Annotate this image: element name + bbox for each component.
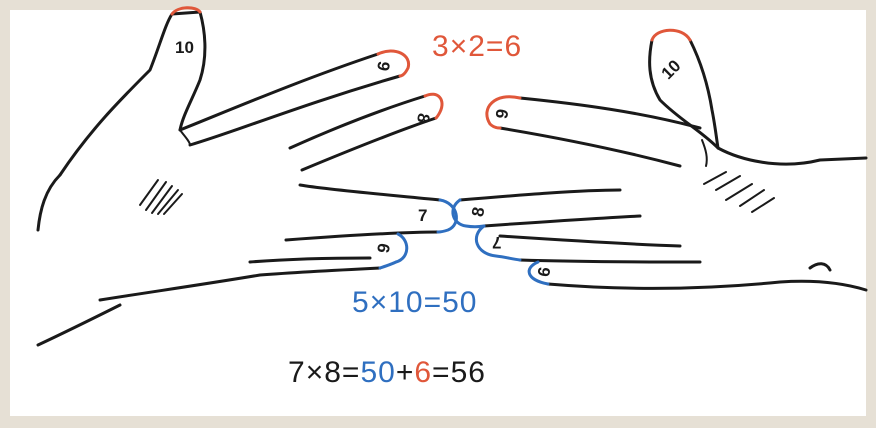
eq-mid-b: 10 bbox=[388, 286, 424, 319]
left-finger-9-tip bbox=[376, 49, 411, 78]
eq-mid-result: 50 bbox=[442, 286, 478, 319]
left-knuckle-line bbox=[179, 129, 191, 146]
right-finger-7-number: 7 bbox=[492, 233, 502, 252]
eq-mid-eq: = bbox=[423, 286, 443, 319]
left-finger-7-number: 7 bbox=[418, 206, 428, 225]
eq-mid-op: × bbox=[369, 286, 389, 319]
eq-bot-units: 6 bbox=[414, 356, 433, 389]
left-finger-6-tip bbox=[378, 232, 409, 270]
right-crease bbox=[701, 139, 708, 167]
eq-bot-result: 56 bbox=[450, 356, 486, 389]
right-thumb-tip bbox=[650, 28, 692, 42]
left-thumb-outline bbox=[58, 10, 207, 177]
right-thumb-back bbox=[688, 38, 720, 150]
right-finger-7-outline bbox=[498, 234, 702, 264]
eq-bot-op: × bbox=[305, 356, 325, 389]
eq-top-b: 2 bbox=[468, 30, 486, 63]
eq-mid-a: 5 bbox=[352, 286, 370, 319]
left-hand bbox=[36, 6, 458, 347]
right-hand bbox=[451, 28, 868, 292]
right-finger-8-outline bbox=[458, 188, 642, 228]
right-finger-8-tip bbox=[451, 198, 486, 229]
left-finger-8-tip bbox=[423, 92, 444, 120]
eq-bot-b: 8 bbox=[324, 356, 342, 389]
left-palm-outline bbox=[36, 173, 442, 232]
right-palm-hatching bbox=[703, 171, 775, 213]
left-finger-7-tip bbox=[436, 198, 458, 234]
left-palm-hatching bbox=[139, 179, 183, 215]
eq-top-result: 6 bbox=[504, 30, 523, 63]
right-finger-9-tip bbox=[485, 95, 522, 130]
left-finger-9-upper bbox=[178, 52, 402, 147]
eq-bot-eq1: = bbox=[341, 356, 361, 389]
eq-top-eq: = bbox=[485, 30, 505, 63]
right-finger-6-outline bbox=[546, 279, 868, 292]
eq-top-op: × bbox=[449, 30, 469, 63]
left-thumb-number: 10 bbox=[175, 38, 194, 57]
eq-bot-eq2: = bbox=[432, 356, 451, 389]
equation-upper-product: 3×2=6 bbox=[432, 30, 522, 64]
equation-final: 7×8=50+6=56 bbox=[288, 356, 486, 390]
left-finger-8-outline bbox=[288, 94, 438, 172]
right-finger-6-tip bbox=[527, 260, 550, 286]
eq-bot-plus: + bbox=[395, 356, 415, 389]
left-thumb-tip bbox=[170, 6, 202, 16]
right-thumb-outline bbox=[648, 38, 868, 166]
equation-tens-product: 5×10=50 bbox=[352, 286, 478, 320]
left-finger-7-outline bbox=[284, 230, 440, 242]
eq-bot-a: 7 bbox=[288, 356, 306, 389]
right-finger-9-outline bbox=[498, 96, 702, 168]
eq-top-a: 3 bbox=[432, 30, 450, 63]
left-wrist bbox=[36, 303, 122, 347]
right-finger-7-tip bbox=[474, 224, 522, 262]
left-finger-6-outline bbox=[98, 256, 382, 302]
right-wrist bbox=[808, 262, 832, 272]
eq-bot-tens: 50 bbox=[360, 356, 396, 389]
